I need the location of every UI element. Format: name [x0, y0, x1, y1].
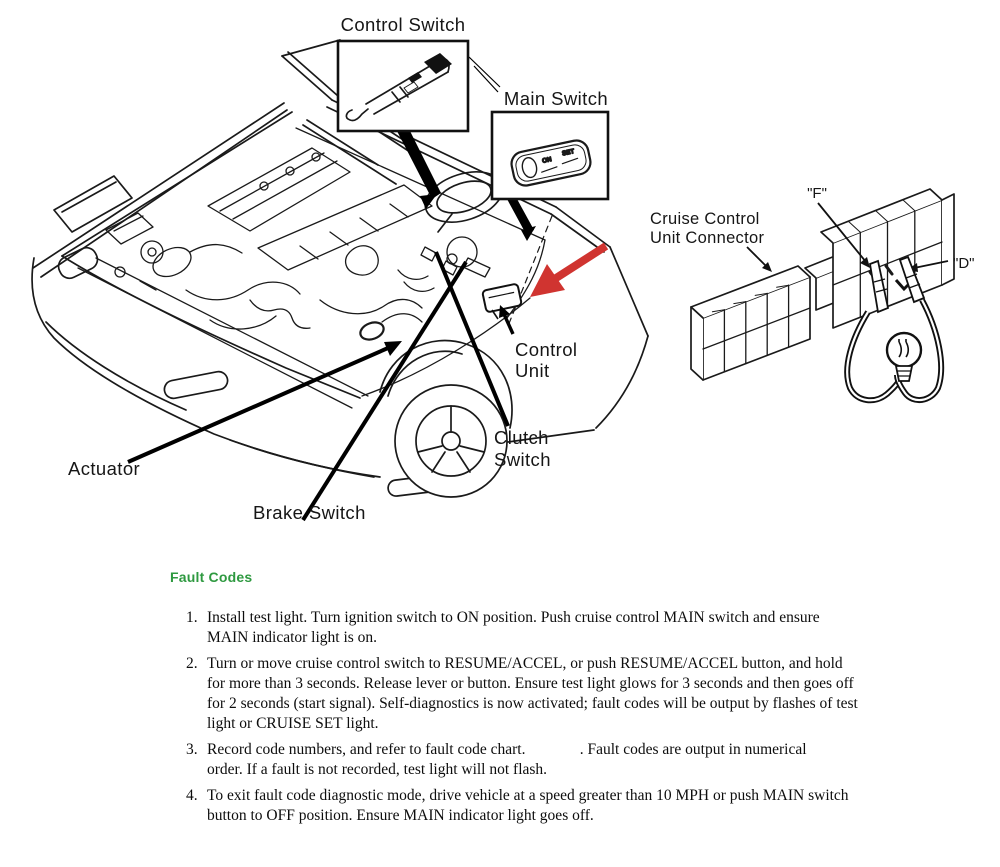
step-text: Record code numbers, and refer to fault …	[207, 741, 807, 778]
fault-codes-step-1: 1. Install test light. Turn ignition swi…	[186, 608, 880, 648]
step-number: 1.	[186, 609, 198, 626]
main-switch-label: Main Switch	[504, 88, 608, 109]
connector-label-line1: Cruise Control	[650, 210, 760, 228]
fault-codes-heading: Fault Codes	[170, 569, 253, 585]
main-switch-set-mark: SET	[562, 149, 575, 157]
main-switch-drawing: ON SET	[510, 139, 592, 187]
connector-illustration: Cruise Control Unit Connector "F" "D"	[650, 185, 974, 404]
clutch-switch-label-line1: Clutch	[494, 427, 549, 448]
control-switch-stalk-drawing	[345, 58, 450, 122]
step-number: 2.	[186, 655, 198, 672]
step-text: To exit fault code diagnostic mode, driv…	[207, 787, 849, 824]
step-text: Turn or move cruise control switch to RE…	[207, 655, 858, 732]
step-text: Install test light. Turn ignition switch…	[207, 609, 820, 646]
test-light-bulb	[885, 331, 923, 369]
clutch-switch-label-line2: Switch	[494, 449, 551, 470]
control-unit-label-line1: Control	[515, 339, 577, 360]
step-number: 3.	[186, 741, 198, 758]
pin-d-label: "D"	[953, 255, 974, 272]
control-switch-inset: Control Switch	[336, 14, 470, 133]
fault-codes-step-4: 4. To exit fault code diagnostic mode, d…	[186, 786, 880, 826]
control-unit-label-line2: Unit	[515, 360, 550, 381]
pin-f-label: "F"	[807, 185, 827, 202]
test-light	[844, 255, 945, 404]
step-number: 4.	[186, 787, 198, 804]
engine-details	[77, 127, 546, 409]
fault-codes-step-3: 3. Record code numbers, and refer to fau…	[186, 740, 880, 780]
control-switch-label: Control Switch	[341, 14, 466, 35]
brake-switch-label: Brake Switch	[253, 502, 366, 523]
main-switch-inset: ON SET Main Switch	[490, 88, 610, 201]
connector-label-line2: Unit Connector	[650, 229, 764, 247]
actuator-label: Actuator	[68, 458, 140, 479]
cruise-control-diagram: Control Switch ON SET Main Switch Contro…	[31, 14, 974, 523]
stalk-button	[408, 72, 422, 83]
fault-codes-section: Fault Codes 1. Install test light. Turn …	[170, 569, 880, 832]
control-unit-callout: Control Unit	[481, 283, 577, 381]
main-switch-on-mark: ON	[542, 157, 552, 165]
fault-codes-list: 1. Install test light. Turn ignition swi…	[170, 608, 880, 826]
fault-codes-step-2: 2. Turn or move cruise control switch to…	[186, 654, 880, 734]
leader-lines	[127, 56, 536, 522]
stalk-dark-tip	[424, 53, 452, 74]
red-arrow-annotation	[530, 242, 609, 297]
